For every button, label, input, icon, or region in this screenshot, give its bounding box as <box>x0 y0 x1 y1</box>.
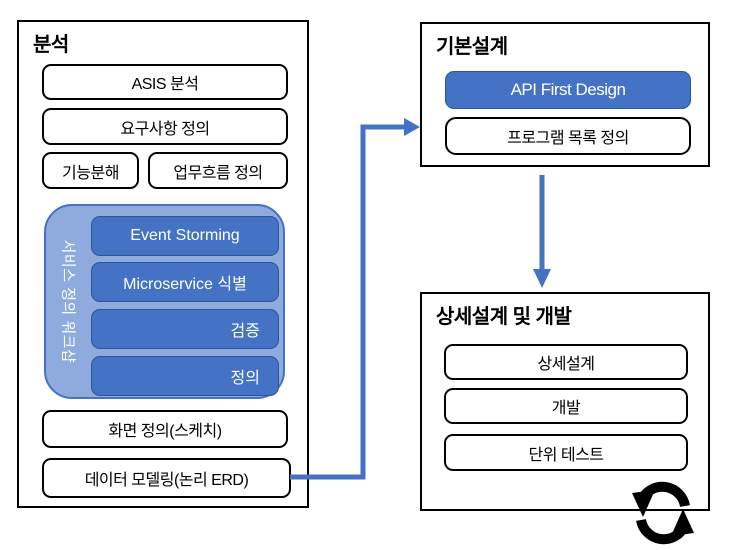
program-list-definition-node: 프로그램 목록 정의 <box>445 117 691 155</box>
data-modeling-node: 데이터 모델링(논리 ERD) <box>42 458 291 498</box>
workflow-definition-node: 업무흐름 정의 <box>148 152 288 189</box>
arrow-analysis-to-basic-design <box>290 118 420 480</box>
basic-design-panel: 기본설계 API First Design 프로그램 목록 정의 <box>420 22 710 167</box>
asis-analysis-node: ASIS 분석 <box>42 64 288 100</box>
event-storming-step: Event Storming <box>91 216 279 256</box>
requirements-definition-node: 요구사항 정의 <box>42 108 288 145</box>
arrow-basic-to-detail-design <box>533 175 551 288</box>
definition-step: 정의 <box>91 356 279 396</box>
functional-decomposition-node: 기능분해 <box>42 152 139 189</box>
screen-definition-node: 화면 정의(스케치) <box>42 410 288 448</box>
detail-design-dev-panel-title: 상세설계 및 개발 <box>436 306 572 328</box>
development-node: 개발 <box>444 388 688 424</box>
workshop-vertical-label: 서비스 정의 워크샵 <box>59 239 77 364</box>
analysis-panel: 분석 ASIS 분석 요구사항 정의 기능분해 업무흐름 정의 서비스 정의 워… <box>17 20 309 508</box>
microservice-identification-step: Microservice 식별 <box>91 262 279 302</box>
basic-design-panel-title: 기본설계 <box>436 36 508 58</box>
unit-test-node: 단위 테스트 <box>444 434 688 471</box>
verification-step: 검증 <box>91 309 279 349</box>
detailed-design-node: 상세설계 <box>444 344 688 380</box>
detail-design-dev-panel: 상세설계 및 개발 상세설계 개발 단위 테스트 <box>420 292 710 511</box>
analysis-panel-title: 분석 <box>33 34 69 56</box>
service-definition-workshop-group: 서비스 정의 워크샵 Event Storming Microservice 식… <box>44 204 285 399</box>
api-first-design-node: API First Design <box>445 71 691 109</box>
